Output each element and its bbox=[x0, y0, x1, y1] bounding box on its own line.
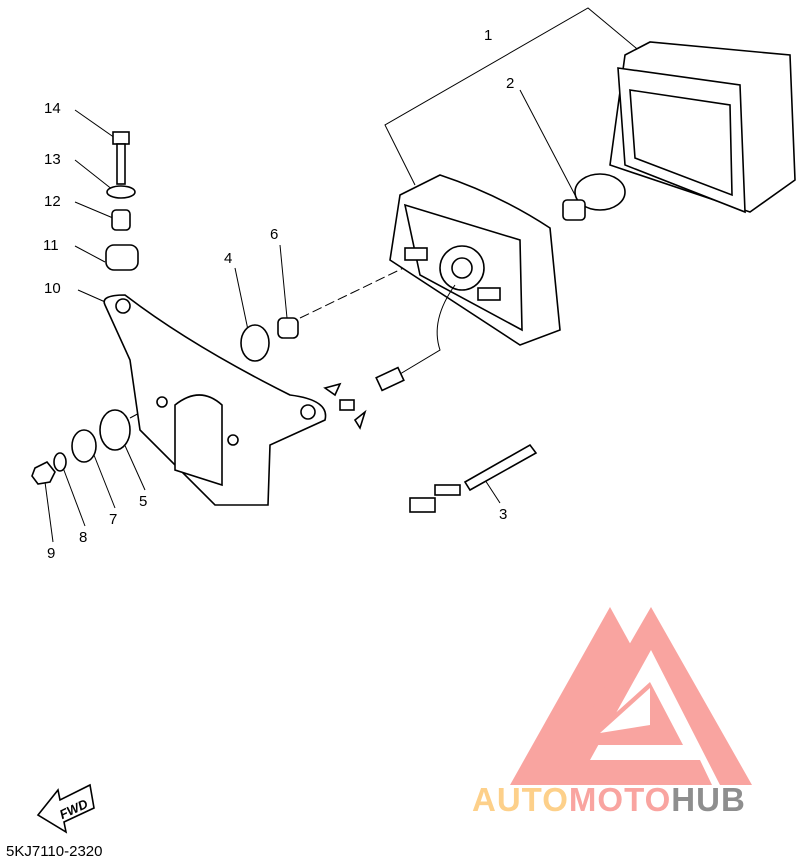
callout-13: 13 bbox=[44, 151, 61, 168]
washer-7 bbox=[71, 429, 97, 463]
nut-9 bbox=[31, 460, 56, 485]
callout-1: 1 bbox=[484, 27, 492, 44]
callout-8: 8 bbox=[79, 529, 87, 546]
callout-14: 14 bbox=[44, 100, 61, 117]
callout-3: 3 bbox=[499, 506, 507, 523]
collar-6 bbox=[277, 317, 299, 339]
callout-12: 12 bbox=[44, 193, 61, 210]
watermark-moto: MOTO bbox=[568, 781, 672, 818]
part-code: 5KJ7110-2320 bbox=[6, 843, 103, 860]
callout-5: 5 bbox=[139, 493, 147, 510]
hardware bbox=[31, 131, 299, 485]
tail-light-base bbox=[323, 174, 561, 430]
watermark-text: AUTOMOTOHUB bbox=[472, 781, 746, 819]
bolt-shaft bbox=[116, 143, 126, 185]
callout-6: 6 bbox=[270, 226, 278, 243]
callouts: 1 2 3 4 5 6 7 8 9 10 11 12 13 14 bbox=[43, 27, 514, 562]
callout-9: 9 bbox=[47, 545, 55, 562]
lens-housing bbox=[609, 41, 796, 214]
bolt-head bbox=[112, 131, 130, 145]
callout-11: 11 bbox=[43, 237, 59, 254]
collar-12 bbox=[111, 209, 131, 231]
watermark-hub: HUB bbox=[671, 781, 746, 818]
bracket bbox=[103, 294, 327, 506]
fwd-arrow-icon: FWD bbox=[36, 783, 95, 834]
callout-10: 10 bbox=[44, 280, 61, 297]
automotohub-logo bbox=[510, 607, 752, 785]
wire-connector bbox=[409, 443, 538, 513]
bulb bbox=[562, 173, 626, 221]
callout-4: 4 bbox=[224, 250, 232, 267]
watermark-auto: AUTO bbox=[472, 781, 569, 818]
grommet-4 bbox=[240, 324, 270, 362]
leader-lines bbox=[44, 7, 649, 543]
damper-5 bbox=[99, 409, 131, 451]
lock-washer-8 bbox=[53, 452, 67, 472]
washer-13 bbox=[106, 185, 136, 199]
callout-2: 2 bbox=[506, 75, 514, 92]
grommet-11 bbox=[105, 244, 139, 271]
callout-7: 7 bbox=[109, 511, 117, 528]
